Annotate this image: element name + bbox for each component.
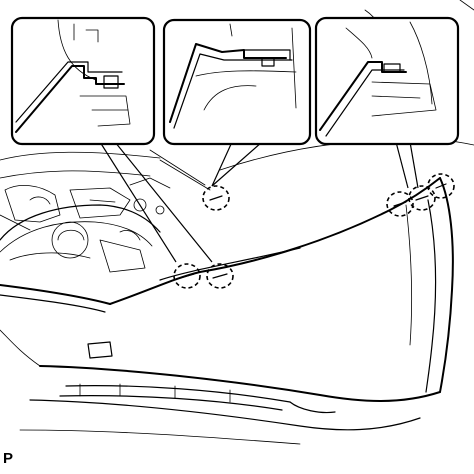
clip-marker-3: [202, 185, 230, 211]
clip-marker-6: [427, 173, 455, 199]
figure-label: P: [3, 450, 14, 467]
clip-marker-1: [173, 263, 201, 289]
clip-locations: [173, 173, 455, 289]
headlamp: [0, 204, 161, 273]
clip-marker-2: [206, 263, 234, 289]
front-bumper-cover: [0, 177, 454, 445]
callout-right: [314, 16, 460, 146]
engine-bay: [0, 177, 171, 231]
callout-center: [162, 18, 312, 146]
lower-grille: [59, 383, 336, 414]
callout-leaders: [99, 141, 419, 263]
clip-marker-5: [408, 185, 436, 211]
clip-marker-4: [386, 191, 414, 217]
callout-left: [10, 16, 156, 146]
